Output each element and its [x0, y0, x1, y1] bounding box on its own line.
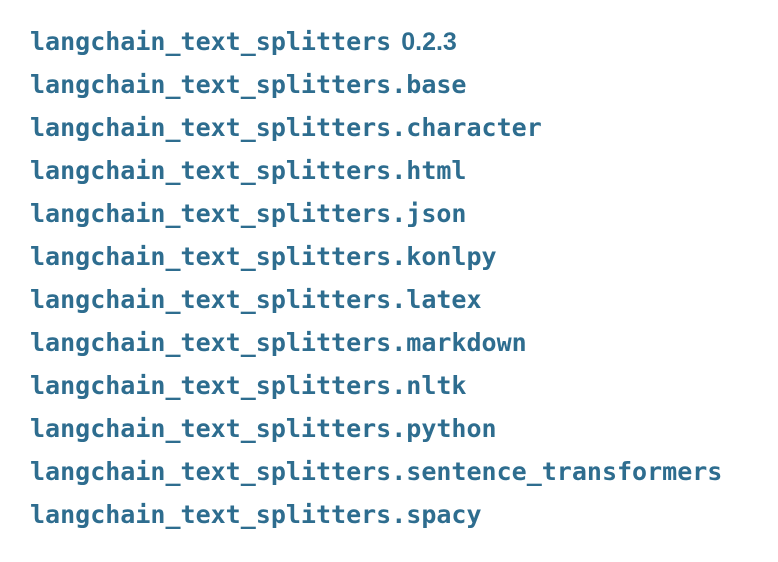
module-link-latex[interactable]: langchain_text_splitters.latex: [30, 285, 482, 314]
module-link-konlpy[interactable]: langchain_text_splitters.konlpy: [30, 242, 497, 271]
package-name: langchain_text_splitters: [30, 27, 392, 56]
index-row: langchain_text_splitters.python: [30, 407, 778, 450]
module-link-python[interactable]: langchain_text_splitters.python: [30, 414, 497, 443]
package-version: 0.2.3: [401, 28, 457, 56]
module-link-spacy[interactable]: langchain_text_splitters.spacy: [30, 500, 482, 529]
index-row: langchain_text_splitters.markdown: [30, 321, 778, 364]
module-link-html[interactable]: langchain_text_splitters.html: [30, 156, 467, 185]
index-row: langchain_text_splitters.konlpy: [30, 235, 778, 278]
index-row: langchain_text_splitters.character: [30, 106, 778, 149]
module-link-base[interactable]: langchain_text_splitters.base: [30, 70, 467, 99]
module-index-list: langchain_text_splitters 0.2.3 langchain_…: [30, 20, 778, 536]
index-row: langchain_text_splitters.nltk: [30, 364, 778, 407]
index-row: langchain_text_splitters.base: [30, 63, 778, 106]
module-link-character[interactable]: langchain_text_splitters.character: [30, 113, 542, 142]
package-title-link[interactable]: langchain_text_splitters 0.2.3: [30, 27, 457, 56]
module-link-sentence-transformers[interactable]: langchain_text_splitters.sentence_transf…: [30, 457, 723, 486]
index-row: langchain_text_splitters.sentence_transf…: [30, 450, 778, 493]
module-link-json[interactable]: langchain_text_splitters.json: [30, 199, 467, 228]
index-row: langchain_text_splitters.html: [30, 149, 778, 192]
index-row: langchain_text_splitters.json: [30, 192, 778, 235]
index-row: langchain_text_splitters.latex: [30, 278, 778, 321]
index-row: langchain_text_splitters 0.2.3: [30, 20, 778, 63]
index-row: langchain_text_splitters.spacy: [30, 493, 778, 536]
module-link-markdown[interactable]: langchain_text_splitters.markdown: [30, 328, 527, 357]
module-link-nltk[interactable]: langchain_text_splitters.nltk: [30, 371, 467, 400]
